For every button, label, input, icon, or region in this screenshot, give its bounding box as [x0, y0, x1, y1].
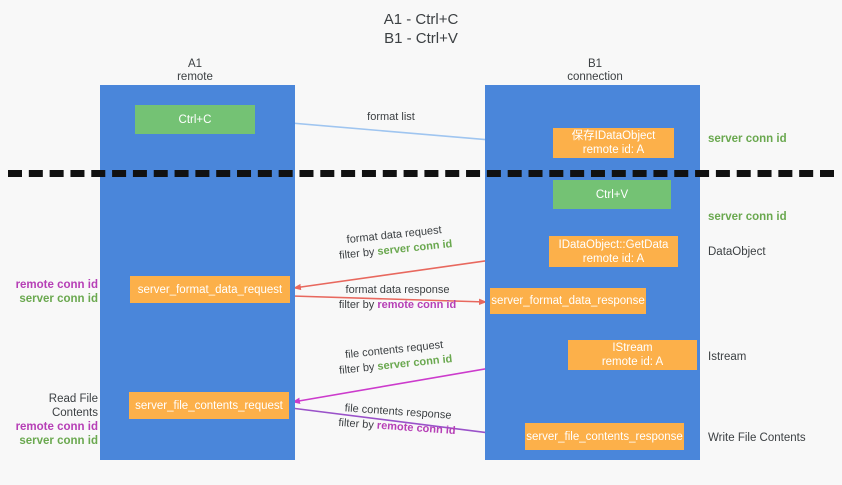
note-text: Write File Contents — [708, 432, 806, 444]
node-server-file-contents-request[interactable]: server_file_contents_request — [129, 392, 289, 419]
note-conn-id-group-2: Read File Contents remote conn id server… — [6, 392, 98, 448]
edge-label-format-data-response: format data response filter by remote co… — [300, 283, 495, 313]
edge-label-format-data-response-title: format data response — [345, 284, 450, 296]
note-istream: Istream — [708, 350, 746, 364]
node-server-format-data-response[interactable]: server_format_data_response — [490, 288, 646, 314]
node-ctrl-v[interactable]: Ctrl+V — [553, 180, 671, 209]
note-text: server conn id — [708, 133, 787, 145]
note-server-conn-id-2: server conn id — [708, 210, 787, 224]
dashed-divider — [8, 170, 834, 177]
column-header-a1: A1 remote — [177, 58, 213, 83]
node-server-format-data-request[interactable]: server_format_data_request — [130, 276, 290, 303]
node-istream[interactable]: IStream remote id: A — [568, 340, 697, 370]
column-header-b1: B1 connection — [567, 58, 623, 83]
note-server-conn-id: server conn id — [19, 293, 98, 305]
note-dataobject: DataObject — [708, 245, 766, 259]
note-server-conn-id: server conn id — [19, 435, 98, 447]
note-read-file-contents: Read File Contents — [48, 393, 98, 419]
note-text: Istream — [708, 351, 747, 363]
filter-prefix: filter by — [338, 299, 378, 311]
arrow-file-contents-response — [290, 407, 522, 440]
filter-prefix: filter by — [338, 360, 379, 377]
arrow-format-data-response — [291, 295, 487, 305]
edge-label-format-list: format list — [316, 110, 466, 125]
note-remote-conn-id: remote conn id — [15, 279, 98, 291]
note-remote-conn-id: remote conn id — [15, 421, 98, 433]
filter-prefix: filter by — [338, 416, 378, 432]
node-save-idataobject[interactable]: 保存IDataObject remote id: A — [553, 128, 674, 158]
filter-prefix: filter by — [338, 245, 379, 262]
note-write-file-contents: Write File Contents — [708, 431, 806, 445]
page-title: A1 - Ctrl+C B1 - Ctrl+V — [383, 11, 459, 47]
node-idataobject-getdata[interactable]: IDataObject::GetData remote id: A — [549, 236, 678, 267]
edge-label-format-list-text: format list — [367, 111, 415, 123]
note-text: server conn id — [708, 211, 787, 223]
node-server-file-contents-response[interactable]: server_file_contents_response — [525, 423, 684, 450]
note-conn-id-group-1: remote conn id server conn id — [6, 278, 98, 306]
note-text: DataObject — [708, 246, 766, 258]
note-server-conn-id-1: server conn id — [708, 132, 787, 146]
edge-label-format-data-response-filter: filter by remote conn id — [300, 298, 495, 313]
node-ctrl-c[interactable]: Ctrl+C — [135, 105, 255, 134]
filter-value-remote-conn-id: remote conn id — [377, 299, 457, 311]
